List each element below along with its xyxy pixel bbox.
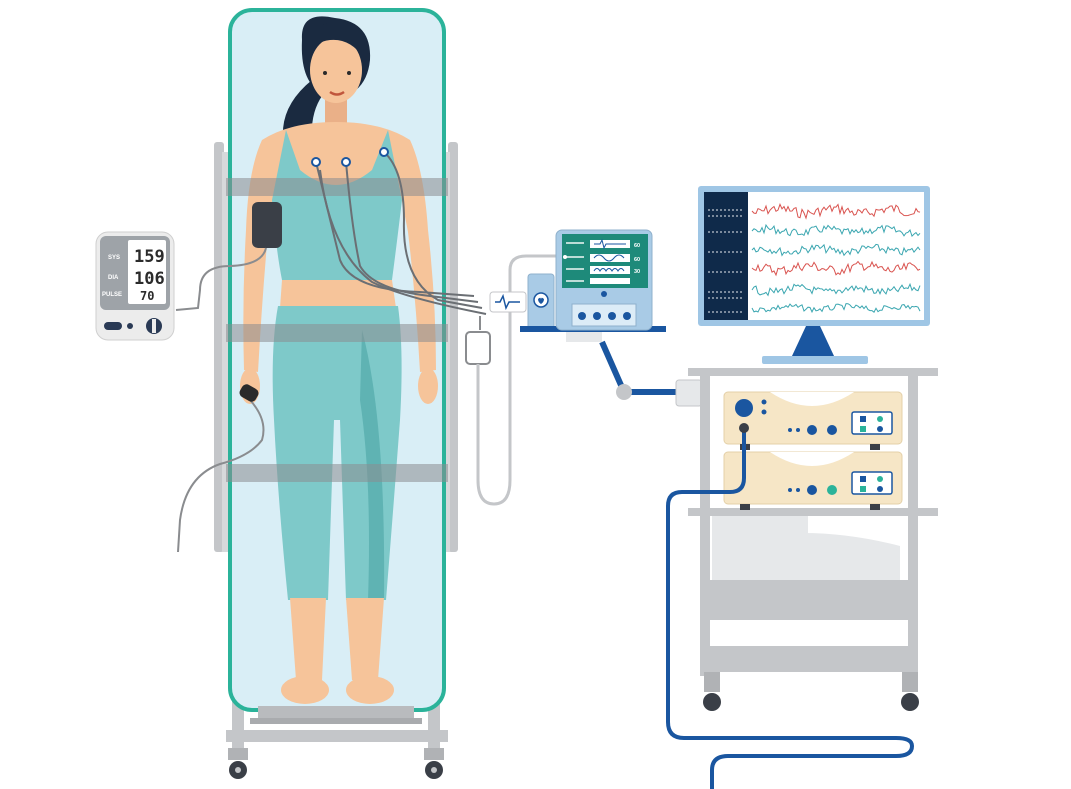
vital-row-3-value: 30: [634, 269, 640, 275]
eeg-trace: [751, 243, 921, 257]
eeg-waveforms: [751, 203, 921, 314]
eeg-computer-monitor: [698, 186, 930, 364]
finger-sensor: [177, 384, 265, 553]
bp-button-1[interactable]: [104, 322, 122, 330]
pulse-label: PULSE: [102, 292, 122, 298]
monitor-channel-panel: [704, 192, 748, 320]
ecg-module: [489, 273, 555, 331]
blood-pressure-cuff: [175, 202, 282, 311]
vital-row-2-value: 60: [634, 257, 640, 263]
vital-knob-1[interactable]: [578, 312, 586, 320]
eeg-trace: [751, 203, 921, 220]
heart-icon: [538, 297, 544, 304]
vital-signs-monitor: 60 60 30: [520, 229, 666, 342]
amp-top-knob-1[interactable]: [807, 425, 817, 435]
pulse-value: 70: [140, 289, 154, 303]
blood-pressure-monitor: SYS DIA PULSE 159 106 70: [95, 231, 175, 341]
bp-button-2[interactable]: [127, 323, 133, 329]
vital-nav-button[interactable]: [601, 291, 607, 297]
eeg-trace: [751, 223, 921, 238]
dia-label: DIA: [108, 275, 119, 281]
vital-row-1-value: 60: [634, 243, 640, 249]
vital-knob-2[interactable]: [593, 312, 601, 320]
sys-label: SYS: [108, 255, 120, 261]
ecg-electrodes: [311, 147, 389, 167]
amplifier-unit-top: [723, 391, 903, 450]
patient-figure: [240, 16, 438, 704]
amplifier-unit-bottom: [723, 451, 903, 510]
vital-knob-4[interactable]: [623, 312, 631, 320]
equipment-cart: [688, 368, 938, 711]
eeg-trace: [751, 303, 921, 314]
vital-screen-rows: 60 60 30: [563, 238, 640, 284]
amp-bottom-knob-2[interactable]: [827, 485, 837, 495]
dia-value: 106: [134, 269, 165, 289]
ecg-waveform-icon: [495, 293, 520, 311]
amp-top-dial[interactable]: [735, 399, 753, 417]
monitor-arm: [599, 340, 703, 407]
vital-knob-3[interactable]: [608, 312, 616, 320]
ecg-leads: [315, 151, 487, 315]
amplifier-cable: [666, 423, 915, 789]
eeg-trace: [751, 282, 921, 297]
sys-value: 159: [134, 247, 165, 267]
amp-top-knob-2[interactable]: [827, 425, 837, 435]
amp-bottom-knob-1[interactable]: [807, 485, 817, 495]
eeg-trace: [751, 260, 921, 277]
lead-junction: [465, 254, 560, 506]
table-straps: [226, 178, 448, 482]
